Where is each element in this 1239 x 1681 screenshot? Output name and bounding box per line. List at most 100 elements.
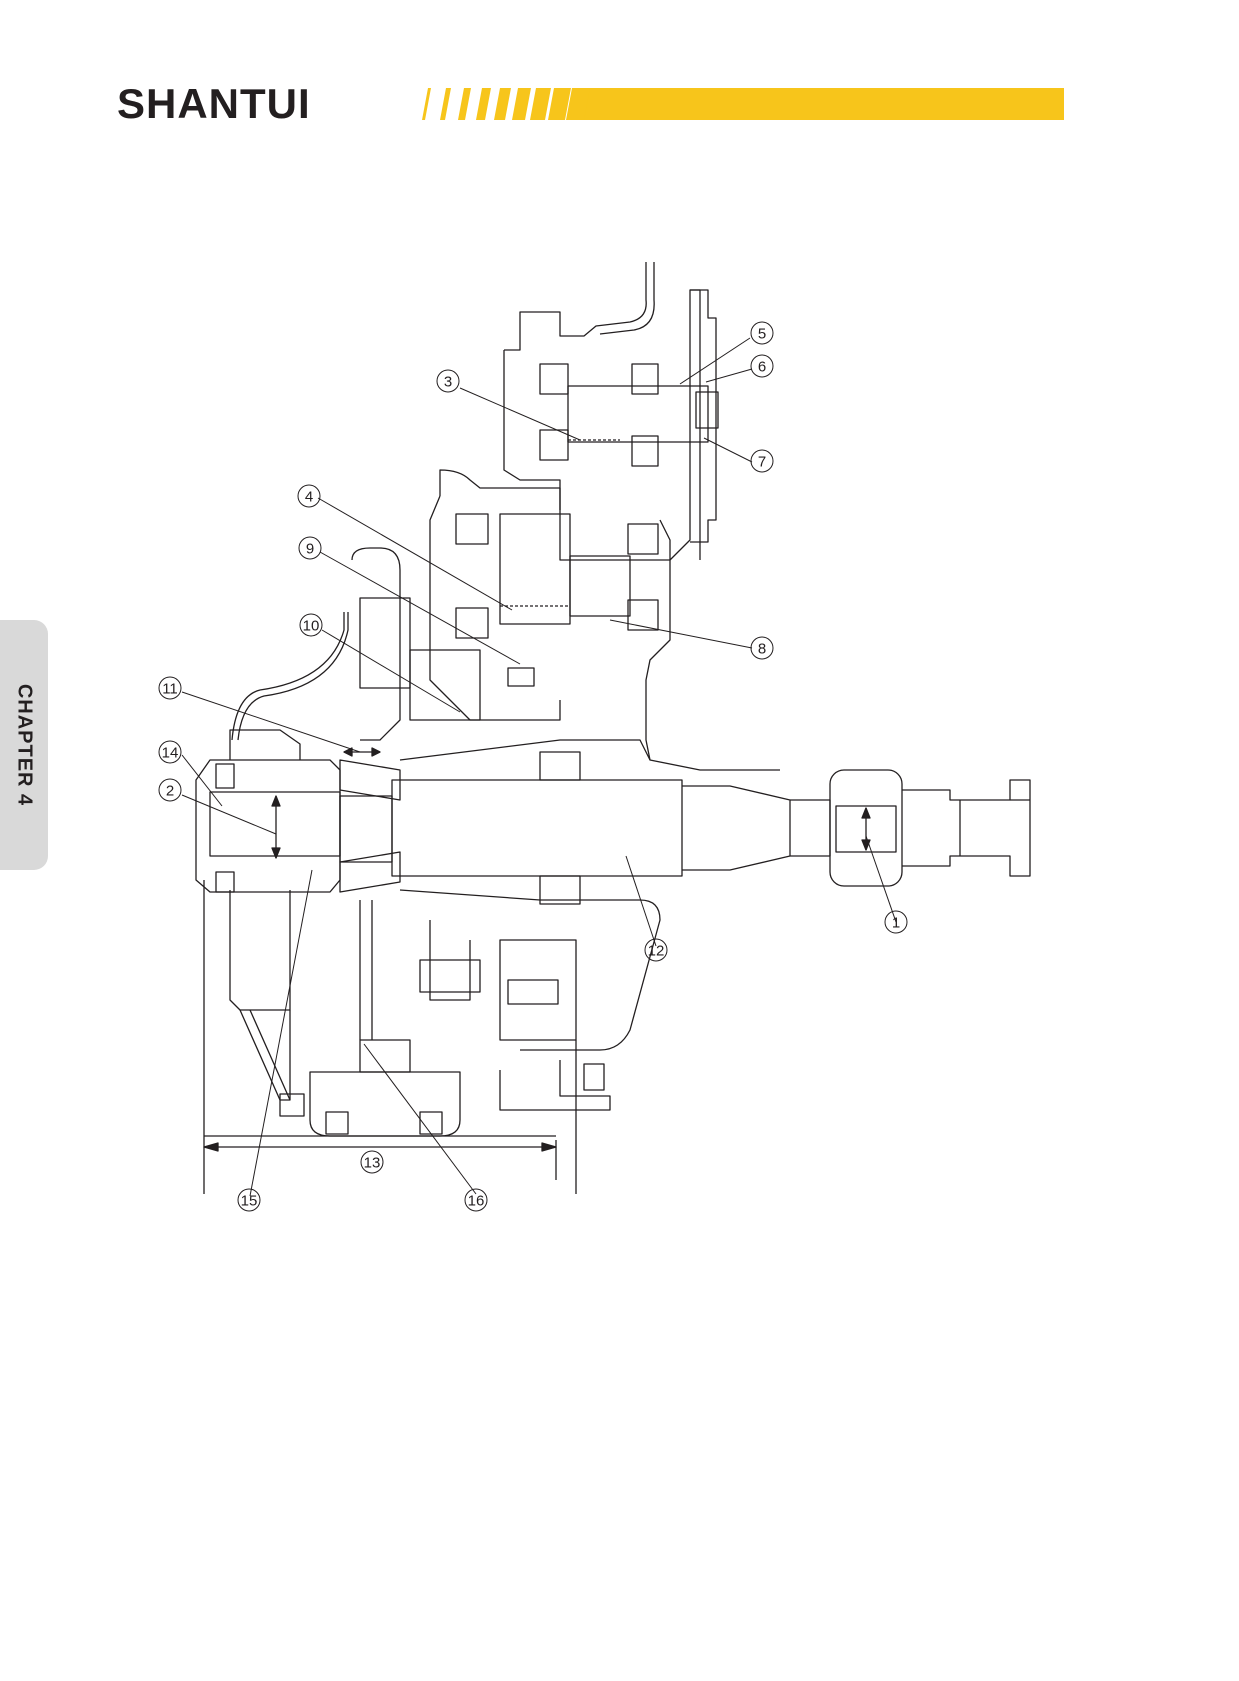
callout-circle-2 — [158, 778, 182, 802]
sump-drain-left — [325, 1111, 349, 1135]
leader-4 — [317, 497, 513, 611]
leader-16 — [363, 1043, 477, 1195]
callout-14: 14 — [162, 745, 179, 762]
callout-16: 16 — [468, 1193, 485, 1210]
input-cover — [195, 759, 341, 893]
callout-3: 3 — [444, 374, 452, 391]
callout-circle-11 — [158, 676, 182, 700]
idler-right-housing — [645, 519, 780, 771]
lower-gear-assembly-inner — [419, 959, 481, 993]
lower-gear-assembly — [499, 939, 577, 1041]
flange-nut — [695, 391, 719, 429]
callout-6: 6 — [758, 359, 766, 376]
clutch-piston — [409, 649, 481, 721]
leader-3 — [459, 387, 581, 441]
callout-7: 7 — [758, 454, 766, 471]
idler-bearing-upper-left — [455, 513, 489, 545]
housing-top-tail — [504, 262, 647, 351]
callout-13: 13 — [364, 1155, 381, 1172]
callout-circle-9 — [298, 536, 322, 560]
idler-gear-hub — [569, 555, 631, 617]
output-flange — [690, 289, 717, 543]
dimension-11-arrow-left — [343, 747, 353, 757]
lower-support-arms — [239, 1009, 291, 1101]
left-housing-upper — [229, 729, 301, 760]
drive-shaft-stub — [902, 779, 1031, 877]
clutch-disc-pack — [359, 597, 411, 689]
callout-1: 1 — [892, 915, 900, 932]
dimension-2-arrow-bottom — [271, 847, 281, 859]
main-shaft-left — [339, 795, 393, 863]
clutch-housing — [351, 547, 401, 741]
dimension-13-arrow-right — [541, 1142, 557, 1152]
callout-circle-7 — [750, 449, 774, 473]
callout-9: 9 — [306, 541, 314, 558]
callout-circle-1 — [884, 910, 908, 934]
main-shaft-taper — [682, 785, 791, 871]
lower-gear-hub — [507, 979, 559, 1005]
callout-circle-13 — [360, 1150, 384, 1174]
callout-circle-3 — [436, 369, 460, 393]
upper-bearing-right — [631, 363, 659, 395]
housing-top-tail-inner — [599, 262, 655, 335]
upper-bearing-right-lower — [631, 435, 659, 467]
callout-10: 10 — [303, 618, 320, 635]
leader-6 — [705, 368, 753, 383]
callout-15: 15 — [241, 1193, 258, 1210]
shaft-extension — [790, 799, 831, 857]
callout-circles — [158, 321, 908, 1212]
input-bolt-upper — [215, 763, 235, 789]
lower-gear — [359, 1039, 411, 1073]
callout-circle-14 — [158, 740, 182, 764]
chapter-tab[interactable]: CHAPTER 4 — [0, 620, 48, 870]
lower-shaft-housing — [359, 900, 471, 1040]
idler-bearing-upper-right — [627, 523, 659, 555]
leader-8 — [609, 619, 753, 649]
leader-7 — [703, 437, 753, 463]
universal-joint-yoke — [829, 769, 903, 887]
callout-circle-4 — [297, 484, 321, 508]
leader-9 — [319, 551, 521, 665]
lower-bracket — [499, 1060, 611, 1111]
callout-12: 12 — [648, 943, 665, 960]
lower-bracket-bolt — [583, 1063, 605, 1091]
upper-gear-housing — [503, 289, 701, 561]
leader-11 — [181, 691, 361, 753]
idler-bearing-lower-left — [455, 607, 489, 639]
sump-housing — [309, 1071, 461, 1137]
main-bearing-lower — [539, 875, 581, 905]
oil-pipe-inner — [237, 612, 349, 741]
leader-12 — [625, 855, 657, 947]
leader-1 — [865, 835, 897, 923]
leader-2 — [181, 794, 277, 835]
callout-11: 11 — [162, 681, 178, 698]
oil-pipe — [231, 612, 345, 741]
tapered-bearing-left — [339, 759, 401, 893]
callout-circle-6 — [750, 354, 774, 378]
lower-housing-left — [229, 890, 291, 1011]
dimension-1-arrow-top — [861, 807, 871, 819]
main-housing — [399, 739, 661, 1051]
callout-circle-8 — [750, 636, 774, 660]
main-shaft-center — [391, 779, 683, 877]
upper-shaft — [567, 385, 709, 443]
callout-circle-15 — [237, 1188, 261, 1212]
idler-housing-outline — [429, 495, 561, 721]
upper-bearing-left-lower — [539, 429, 569, 461]
callout-5: 5 — [758, 326, 766, 343]
callout-circle-5 — [750, 321, 774, 345]
brand-logo: SHANTUI — [117, 80, 311, 128]
header-stripe-bar — [422, 88, 1064, 120]
upper-bearing-left — [539, 363, 569, 395]
universal-joint-cross — [835, 805, 897, 853]
brake-band — [507, 667, 535, 687]
input-bolt-lower — [215, 871, 235, 893]
callout-circle-12 — [644, 938, 668, 962]
brand-logo-text: SHANTUI — [117, 80, 311, 127]
idler-bearing-lower-right — [627, 599, 659, 631]
dimension-2-arrow-top — [271, 795, 281, 807]
callout-circle-10 — [299, 613, 323, 637]
callout-4: 4 — [305, 489, 313, 506]
dimension-11-arrow-right — [371, 747, 381, 757]
